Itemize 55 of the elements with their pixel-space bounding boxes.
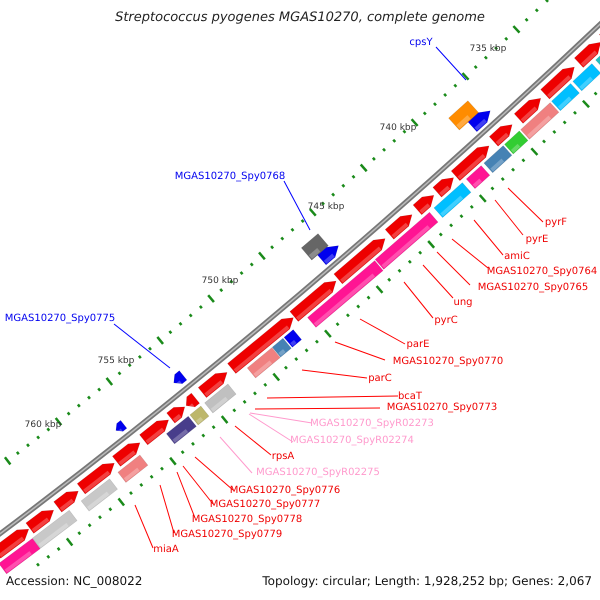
leader-line xyxy=(254,408,380,410)
leader-line xyxy=(302,370,368,378)
gene-label: MGAS10270_Spy0778 xyxy=(192,514,302,526)
gene-label: rpsA xyxy=(272,451,294,463)
leader-line xyxy=(436,46,466,80)
leader-line xyxy=(360,318,406,344)
leader-line xyxy=(114,324,170,368)
gene-label: cpsY xyxy=(409,37,433,49)
gene-label: MGAS10270_Spy0765 xyxy=(478,282,588,294)
gene-label: parE xyxy=(406,339,430,351)
leader-line xyxy=(334,342,386,360)
gene-label: MGAS10270_Spy0773 xyxy=(386,402,498,414)
leader-line xyxy=(494,200,524,236)
scale-label: 760 kbp xyxy=(24,419,62,431)
scale-label: 735 kbp xyxy=(470,43,506,55)
gene-label: miaA xyxy=(153,544,179,556)
leader-line xyxy=(404,282,434,318)
gene-label: MGAS10270_Spy0775 xyxy=(4,313,116,325)
leader-line xyxy=(474,220,504,256)
leader-line xyxy=(422,264,454,298)
gene-label: MGAS10270_Spy0764 xyxy=(486,266,598,278)
genome-info-label: Topology: circular; Length: 1,928,252 bp; Genes: 2,067 xyxy=(262,575,592,587)
gene-label: MGAS10270_Spy0779 xyxy=(172,529,282,541)
leader-line xyxy=(182,466,214,504)
leader-line xyxy=(248,414,294,442)
scale-label: 750 kbp xyxy=(202,275,238,287)
leader-line xyxy=(436,252,470,286)
gene-label: pyrC xyxy=(434,315,458,327)
gene-label: pyrE xyxy=(526,234,548,246)
gene-label: parC xyxy=(368,373,392,385)
scale-label: 740 kbp xyxy=(380,122,416,134)
leader-line xyxy=(134,504,154,548)
accession-label: Accession: NC_008022 xyxy=(6,575,142,587)
leader-line xyxy=(266,396,398,398)
gene-label: MGAS10270_SpyR02273 xyxy=(310,418,434,430)
leader-line xyxy=(250,412,312,424)
gene-label: ung xyxy=(453,297,473,309)
scale-label: 745 kbp xyxy=(308,201,344,213)
gene-label: MGAS10270_Spy0770 xyxy=(392,356,504,368)
leader-line xyxy=(452,238,488,268)
gene-label: bcaT xyxy=(398,391,422,403)
gene-label: pyrF xyxy=(544,217,568,229)
leader-line xyxy=(234,426,272,456)
leader-line xyxy=(194,456,234,490)
leader-line xyxy=(220,436,252,474)
scale-label: 755 kbp xyxy=(98,355,134,367)
leader-line xyxy=(508,188,544,222)
gene-label: MGAS10270_Spy0776 xyxy=(230,485,340,497)
gene-label: amiC xyxy=(504,251,530,263)
gene-label: MGAS10270_SpyR02274 xyxy=(290,435,414,447)
gene-label: MGAS10270_Spy0777 xyxy=(210,499,320,511)
gene-label: MGAS10270_Spy0768 xyxy=(174,171,286,183)
chart-title: Streptococcus pyogenes MGAS10270, complete genome xyxy=(115,12,485,24)
leader-line xyxy=(284,180,310,230)
gene-label: MGAS10270_SpyR02275 xyxy=(256,467,380,479)
